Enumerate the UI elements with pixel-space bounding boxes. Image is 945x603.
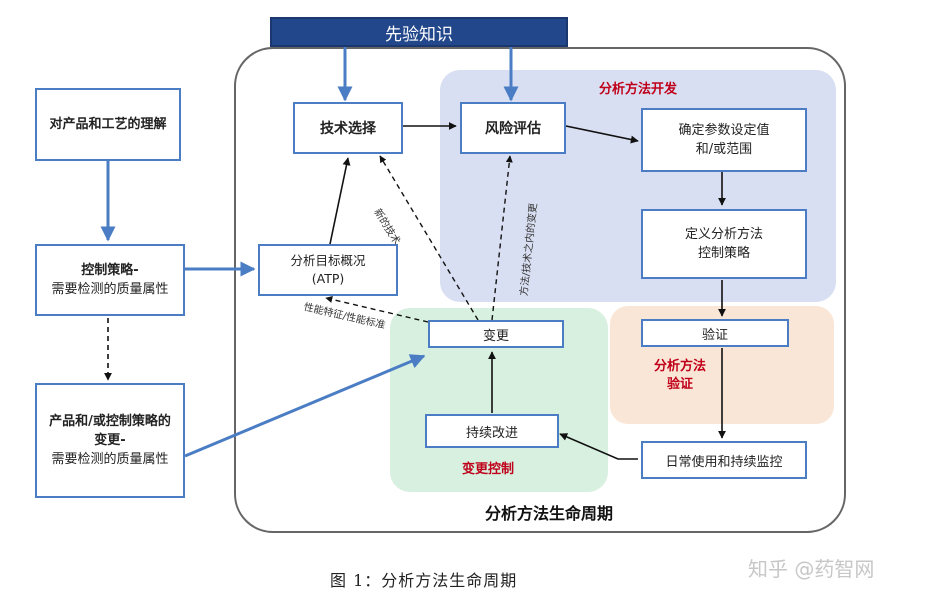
product-change-sub: 需要检测的质量属性: [51, 452, 169, 467]
validation-region-line1: 分析方法: [653, 359, 706, 374]
understanding-label: 对产品和工艺的理解: [49, 117, 167, 132]
lifecycle-title: 分析方法生命周期: [485, 504, 614, 523]
change-label: 变更: [482, 328, 509, 344]
arrow-change-to-risk-dashed: [491, 155, 513, 321]
determine-params-box: 确定参数设定值 和/或范围: [641, 108, 807, 172]
risk-assessment-box: 风险评估: [460, 102, 566, 154]
control-strategy-sub: 需要检测的质量属性: [51, 282, 169, 297]
atp-line2: (ATP): [311, 271, 345, 286]
determine-params-line1: 确定参数设定值: [678, 123, 770, 138]
routine-use-box: 日常使用和持续监控: [641, 441, 807, 479]
control-strategy-box: 控制策略- 需要检测的质量属性: [35, 244, 185, 316]
tech-selection-label: 技术选择: [320, 121, 376, 137]
change-control-label: 变更控制: [462, 462, 515, 477]
arrow-routine-to-improvement: [559, 433, 638, 460]
control-strategy-title: 控制策略-: [81, 263, 139, 278]
continuous-improvement-box: 持续改进: [425, 414, 559, 448]
risk-assessment-label: 风险评估: [485, 121, 541, 137]
arrow-risk-to-params: [565, 125, 639, 144]
development-label: 分析方法开发: [599, 82, 678, 97]
arrow-change-left-to-change: [184, 354, 426, 458]
validation-label: 验证: [701, 327, 728, 343]
define-strategy-line2: 控制策略: [697, 246, 750, 261]
validation-region-label: 分析方法 验证: [640, 358, 720, 394]
define-strategy-box: 定义分析方法 控制策略: [641, 209, 807, 279]
product-change-box: 产品和/或控制策略的变更- 需要检测的质量属性: [35, 383, 185, 498]
change-box: 变更: [428, 320, 564, 348]
define-strategy-line1: 定义分析方法: [684, 227, 763, 242]
prior-knowledge-bar: 先验知识: [270, 17, 568, 47]
arrow-atp-to-tech: [329, 157, 351, 245]
atp-line1: 分析目标概况: [290, 253, 366, 268]
arrow-change-to-tech-dashed: [379, 155, 479, 321]
understanding-box: 对产品和工艺的理解: [35, 88, 181, 161]
watermark: 知乎 @药智网: [748, 557, 875, 581]
prior-knowledge-label: 先验知识: [385, 24, 453, 45]
tech-selection-box: 技术选择: [293, 102, 403, 154]
lifecycle-frame: [234, 47, 846, 533]
figure-caption: 图 1：分析方法生命周期: [330, 571, 518, 590]
validation-region-line2: 验证: [666, 377, 693, 392]
atp-box: 分析目标概况 (ATP): [258, 244, 398, 296]
validation-box: 验证: [641, 319, 789, 347]
routine-use-label: 日常使用和持续监控: [665, 454, 783, 470]
continuous-improvement-label: 持续改进: [465, 425, 518, 441]
product-change-title: 产品和/或控制策略的变更-: [49, 414, 171, 448]
determine-params-line2: 和/或范围: [695, 142, 753, 157]
